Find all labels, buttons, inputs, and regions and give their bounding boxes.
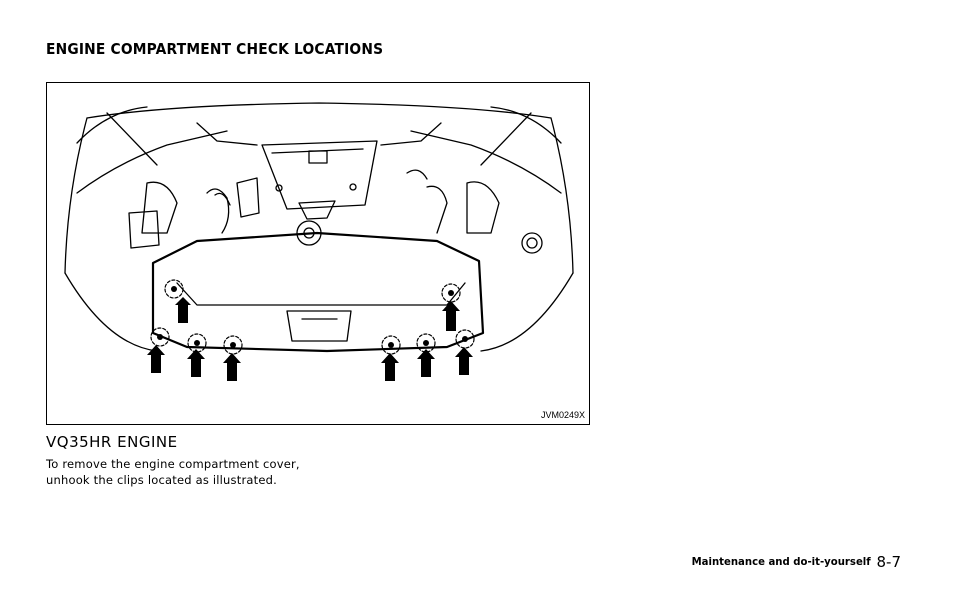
page-number: 8-7: [876, 552, 902, 571]
subheading: VQ35HR ENGINE: [46, 433, 178, 451]
arrow-icon: [175, 297, 191, 323]
clip-6: [381, 335, 401, 355]
figure-code: JVM0249X: [540, 410, 585, 420]
clip-3: [150, 327, 170, 347]
arrow-icon: [187, 349, 205, 377]
body-line: unhook the clips located as illustrated.: [46, 473, 277, 487]
arrow-icon: [223, 353, 241, 381]
engine-figure: JVM0249X: [46, 82, 590, 425]
arrow-icon: [417, 349, 435, 377]
clip-1: [164, 279, 184, 299]
footer-section: Maintenance and do-it-yourself: [691, 555, 871, 568]
clip-5: [223, 335, 243, 355]
clip-7: [416, 333, 436, 353]
engine-compartment-illustration: [64, 102, 574, 381]
hood-outline: [86, 102, 552, 119]
clip-2: [441, 283, 461, 303]
arrow-icon: [381, 353, 399, 381]
arrow-icon: [147, 345, 165, 373]
section-title: ENGINE COMPARTMENT CHECK LOCATIONS: [46, 40, 384, 58]
clip-8: [455, 329, 475, 349]
body-text: To remove the engine compartment cover, …: [46, 456, 346, 488]
arrow-icon: [455, 347, 473, 375]
body-line: To remove the engine compartment cover,: [46, 457, 300, 471]
engine-cover: [151, 231, 485, 353]
engine-block: [261, 140, 378, 210]
page-footer: Maintenance and do-it-yourself 8-7: [676, 551, 901, 571]
arrow-icon: [442, 301, 460, 331]
clip-4: [187, 333, 207, 353]
